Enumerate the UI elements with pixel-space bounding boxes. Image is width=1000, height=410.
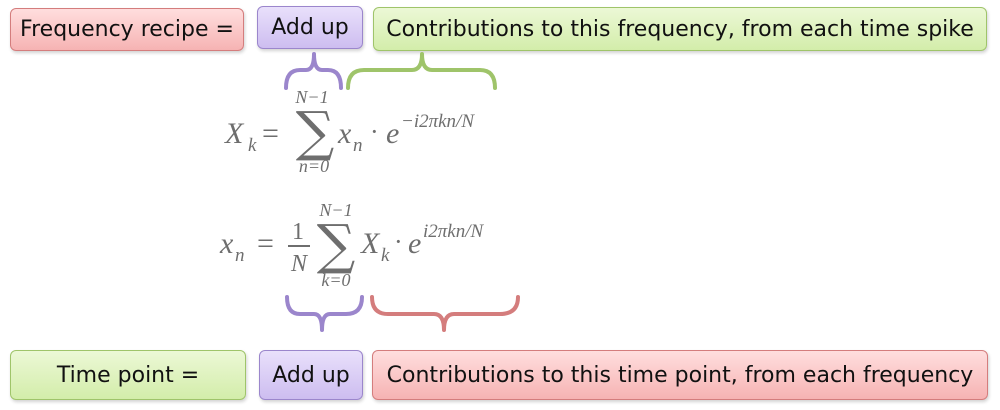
- formula-forward: X k = N−1 ∑ n=0 x n · e −i2πkn/N: [224, 87, 475, 176]
- inverse-base: e: [408, 227, 421, 260]
- frequency-recipe-label: Frequency recipe =: [10, 8, 244, 51]
- inverse-term-sub: k: [381, 245, 390, 266]
- inverse-equals: =: [257, 227, 274, 260]
- inverse-lower-limit: k=0: [321, 270, 350, 290]
- add-up-text-top: Add up: [271, 15, 349, 40]
- contributions-frequency-text: Contributions to this frequency, from ea…: [386, 16, 974, 42]
- forward-sigma: ∑: [296, 100, 335, 163]
- contributions-frequency-label: Contributions to this frequency, from ea…: [373, 7, 987, 51]
- time-point-text: Time point =: [56, 362, 200, 388]
- brace-top-contributions: [346, 52, 497, 90]
- forward-lower-limit: n=0: [299, 156, 329, 176]
- brace-top-sum: [284, 52, 343, 90]
- inverse-lhs-sub: n: [235, 245, 245, 266]
- forward-term-sub: n: [353, 135, 363, 156]
- add-up-label-top: Add up: [257, 6, 363, 49]
- brace-bottom-contributions: [370, 295, 520, 332]
- contributions-time-point-text: Contributions to this time point, from e…: [386, 362, 974, 388]
- inverse-term: X: [360, 227, 381, 260]
- forward-lhs-sub: k: [248, 135, 257, 156]
- forward-base: e: [386, 117, 399, 150]
- inverse-dot: ·: [394, 227, 403, 256]
- forward-dot: ·: [370, 117, 379, 146]
- inverse-frac-den: N: [290, 251, 309, 277]
- inverse-upper-limit: N−1: [318, 200, 352, 220]
- frequency-recipe-text: Frequency recipe =: [20, 17, 234, 42]
- forward-lhs: X: [224, 117, 245, 150]
- formula-inverse: x n = 1 N N−1 ∑ k=0 X k · e i2πkn/N: [219, 200, 485, 290]
- brace-bottom-sum: [285, 295, 364, 332]
- forward-term: x: [337, 117, 352, 150]
- forward-equals: =: [262, 117, 279, 150]
- add-up-text-bottom: Add up: [272, 362, 350, 388]
- forward-exponent: −i2πkn/N: [401, 111, 475, 132]
- inverse-frac-num: 1: [292, 219, 304, 245]
- contributions-time-point-label: Contributions to this time point, from e…: [372, 350, 988, 400]
- inverse-sigma: ∑: [317, 213, 356, 276]
- add-up-label-bottom: Add up: [259, 350, 363, 400]
- inverse-exponent: i2πkn/N: [423, 221, 485, 242]
- inverse-lhs: x: [219, 227, 234, 260]
- forward-upper-limit: N−1: [294, 87, 328, 107]
- time-point-label: Time point =: [10, 350, 246, 400]
